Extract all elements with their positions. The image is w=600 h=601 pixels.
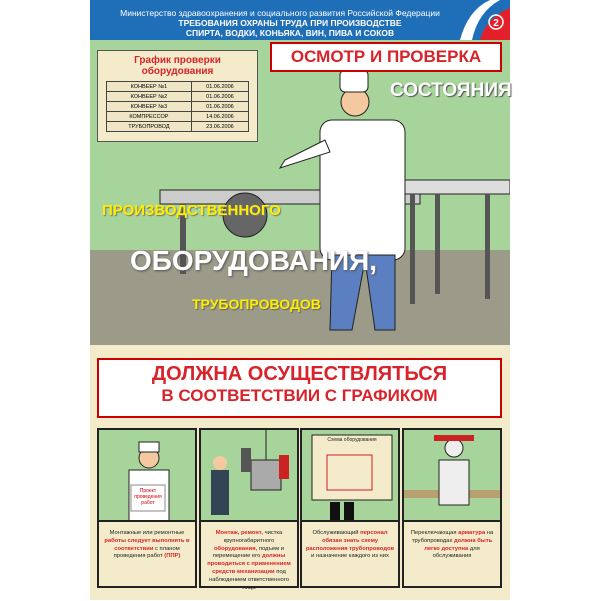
flag-emblem-icon: 2: [460, 0, 510, 40]
info-panel: Переключающая арматура на трубопроводах …: [402, 428, 502, 588]
panel-text-part: Монтажные или ремонтные: [109, 530, 185, 536]
ministry-name: Министерство здравоохранения и социально…: [120, 8, 440, 18]
header-title-1: ТРЕБОВАНИЯ ОХРАНЫ ТРУДА ПРИ ПРОИЗВОДСТВЕ: [178, 18, 402, 28]
requirement-line-1: ДОЛЖНА ОСУЩЕСТВЛЯТЬСЯ: [151, 363, 448, 385]
panel-text-highlight: Монтаж, ремонт,: [215, 530, 263, 536]
panel-text-part: под наблюдением ответственного лица: [209, 569, 289, 591]
panel-text-highlight: арматура: [458, 530, 486, 536]
panel-text-highlight: (ППР): [164, 553, 181, 560]
panel-picture-label: Проект проведения работ: [134, 488, 162, 506]
headline-word-3: ПРОИЗВОДСТВЕННОГО: [102, 202, 281, 219]
panel-text-part: с планом проведения работ: [113, 545, 180, 560]
schedule-date: 01.06.2006: [190, 101, 250, 112]
header: Министерство здравоохранения и социально…: [90, 0, 510, 40]
header-title-2: СПИРТА, ВОДКИ, КОНЬЯКА, ВИН, ПИВА И СОКО…: [185, 28, 395, 38]
panel-text-part: Переключающая: [410, 530, 459, 536]
schedule-title: График проверки оборудования: [134, 55, 221, 77]
panel-illustration: Проект проведения работ: [99, 430, 195, 522]
panel-text-highlight: оборудования,: [214, 545, 258, 552]
schedule-date: 01.06.2006: [190, 81, 250, 92]
panel-text-highlight: персонал обязан знать схему расположения…: [305, 530, 395, 552]
panel-illustration: [404, 430, 500, 522]
panel-text-part: подъем и перемещение его: [212, 545, 284, 560]
schedule-equipment: КОНВЕЕР №2: [106, 91, 192, 102]
schedule-equipment: ТРУБОПРОВОД: [106, 121, 192, 132]
panel-text-highlight: работы следует выполнять в соответствии: [104, 537, 190, 552]
poster: Министерство здравоохранения и социально…: [90, 0, 512, 600]
requirement-box: ДОЛЖНА ОСУЩЕСТВЛЯТЬСЯ В СООТВЕТСТВИИ С Г…: [97, 358, 502, 418]
schedule-date: 14.06.2006: [190, 111, 250, 122]
panel-text: Обслуживающий персонал обязан знать схем…: [302, 522, 398, 569]
headline-word-5: ТРУБОПРОВОДОВ: [192, 296, 321, 312]
panel-text-part: Обслуживающий: [312, 530, 361, 536]
panel-illustration: [201, 430, 297, 522]
panel-text-part: чистка крупногабаритного: [223, 530, 283, 544]
poster-number: 2: [493, 18, 499, 29]
requirement-line-2: В СООТВЕТСТВИИ С ГРАФИКОМ: [161, 386, 438, 405]
panel-text-part: и назначение каждого из них: [311, 553, 389, 560]
schedule-date: 23.06.2006: [190, 121, 250, 132]
worker-conveyor-illustration: [159, 69, 510, 331]
headline-box: ОСМОТР И ПРОВЕРКА: [270, 42, 502, 72]
panel-text: Переключающая арматура на трубопроводах …: [404, 522, 500, 569]
schedule-equipment: КОМПРЕССОР: [106, 111, 192, 122]
schedule-date: 01.06.2006: [190, 91, 250, 102]
panel-text-highlight: должна быть легко доступна: [424, 537, 493, 552]
schedule-equipment: КОНВЕЕР №3: [106, 101, 192, 112]
panel-text-highlight: должны проводиться с применением средств…: [207, 553, 291, 576]
panel-text-part: для обслуживания: [432, 545, 480, 560]
panel-illustration: Схема оборудования: [302, 430, 398, 522]
info-panel: Монтаж, ремонт, чистка крупногабаритного…: [199, 428, 299, 591]
schedule-equipment: КОНВЕЕР №1: [106, 81, 192, 92]
panel-text: Монтаж, ремонт, чистка крупногабаритного…: [201, 522, 297, 601]
panel-text-part: на трубопроводах: [411, 530, 494, 544]
headline-word-2: СОСТОЯНИЯ: [390, 80, 512, 101]
panel-picture-label: Схема оборудования: [327, 437, 377, 443]
headline-word-4: ОБОРУДОВАНИЯ,: [130, 245, 378, 276]
panel-text: Монтажные или ремонтные работы следует в…: [99, 522, 195, 569]
